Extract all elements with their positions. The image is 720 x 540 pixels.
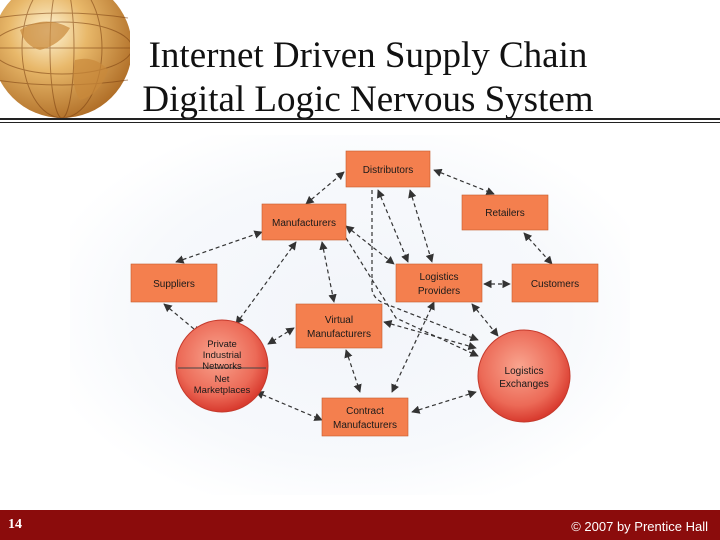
logistics-providers-label-1: Logistics xyxy=(420,272,459,283)
net-marketplaces-label-1: Net xyxy=(215,374,230,385)
suppliers-label: Suppliers xyxy=(153,279,195,290)
arrow-virtual-exchanges xyxy=(383,320,477,350)
arrow-manufacturers-exchanges xyxy=(345,237,479,357)
arrow-manufacturers-private xyxy=(235,241,297,325)
arrow-retailers-customers xyxy=(523,232,553,265)
node-boxes: Distributors Retailers Manufacturers Sup… xyxy=(130,150,599,437)
copyright-text: © 2007 by Prentice Hall xyxy=(571,519,708,534)
arrow-manufacturers-providers xyxy=(345,225,395,265)
arrow-distributors-providers-a xyxy=(377,189,409,263)
arrow-manufacturers-virtual xyxy=(319,241,337,303)
virtual-manufacturers-label-1: Virtual xyxy=(325,315,353,326)
arrow-providers-contract xyxy=(391,301,435,393)
contract-manufacturers-box: Contract Manufacturers xyxy=(321,397,409,437)
logistics-exchanges-label-1: Logistics xyxy=(505,366,544,377)
customers-label: Customers xyxy=(531,279,579,290)
arrow-manufacturers-distributors xyxy=(305,171,345,205)
arrow-distributors-providers-b xyxy=(408,189,434,263)
retailers-label: Retailers xyxy=(485,208,524,219)
private-networks-circle: Private Industrial Networks Net Marketpl… xyxy=(175,319,269,413)
connector-arrows xyxy=(163,168,553,421)
arrow-distributors-retailers xyxy=(433,168,495,196)
contract-manufacturers-label-2: Manufacturers xyxy=(333,420,397,431)
arrow-contract-exchanges xyxy=(411,390,477,414)
virtual-manufacturers-label-2: Manufacturers xyxy=(307,329,371,340)
customers-box: Customers xyxy=(511,263,599,303)
net-marketplaces-label-2: Marketplaces xyxy=(194,385,251,396)
arrow-distributors-exchanges xyxy=(371,190,479,342)
arrow-providers-exchanges xyxy=(471,303,499,337)
logistics-providers-box: Logistics Providers xyxy=(395,263,483,303)
manufacturers-box: Manufacturers xyxy=(261,203,347,241)
private-networks-label-1: Private xyxy=(207,339,237,350)
logistics-exchanges-circle: Logistics Exchanges xyxy=(477,329,571,423)
private-networks-label-3: Networks xyxy=(202,361,242,372)
virtual-manufacturers-box: Virtual Manufacturers xyxy=(295,303,383,349)
title-line-2: Digital Logic Nervous System xyxy=(142,79,594,120)
logistics-providers-label-2: Providers xyxy=(418,286,460,297)
distributors-box: Distributors xyxy=(345,150,431,188)
arrow-virtual-private xyxy=(267,327,295,345)
title-rule xyxy=(0,118,720,120)
private-networks-label-2: Industrial xyxy=(203,350,242,361)
arrow-suppliers-manufacturers xyxy=(175,230,263,264)
retailers-box: Retailers xyxy=(461,194,549,231)
globe-logo xyxy=(0,0,130,118)
title-line-1: Internet Driven Supply Chain xyxy=(148,35,588,76)
arrow-private-contract xyxy=(255,391,323,421)
arrow-suppliers-private xyxy=(163,303,201,335)
suppliers-box: Suppliers xyxy=(130,263,218,303)
arrow-virtual-contract xyxy=(344,349,362,393)
manufacturers-label: Manufacturers xyxy=(272,218,336,229)
page-number: 14 xyxy=(8,517,22,532)
title-rule-thin xyxy=(0,122,720,123)
logistics-exchanges-label-2: Exchanges xyxy=(499,379,548,390)
footer-bar: 14 © 2007 by Prentice Hall xyxy=(0,510,720,540)
distributors-label: Distributors xyxy=(363,165,414,176)
contract-manufacturers-label-1: Contract xyxy=(346,406,384,417)
slide-title: Internet Driven Supply Chain Digital Log… xyxy=(118,34,618,122)
